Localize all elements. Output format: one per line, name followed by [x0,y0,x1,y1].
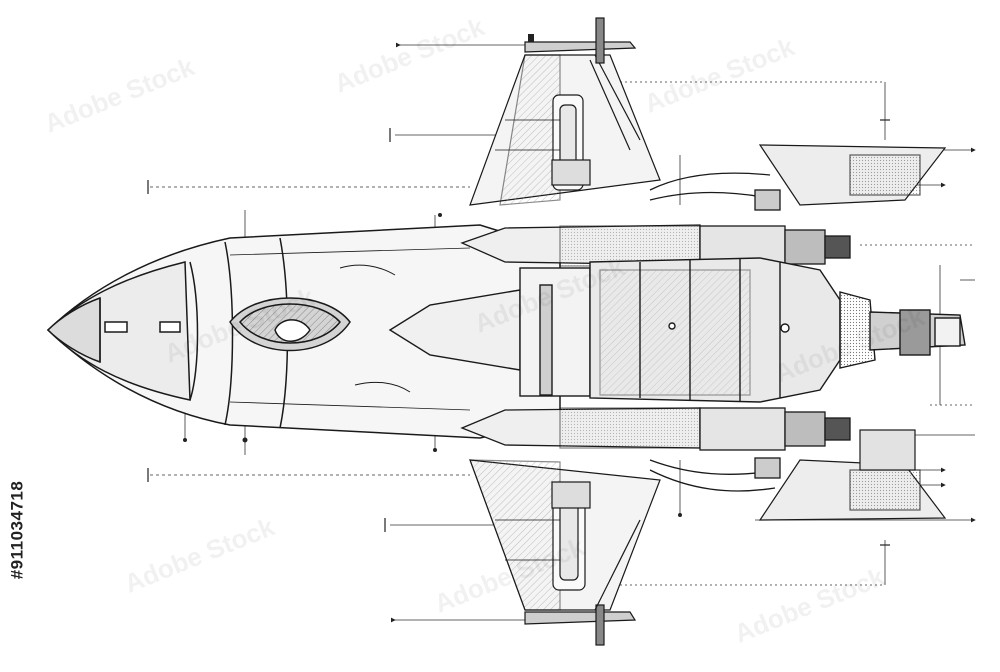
main-hull [46,224,561,439]
annotation-marks [183,34,682,517]
rear-stabilizers [758,144,947,521]
upper-wing [469,17,661,206]
central-engine [388,257,966,403]
lower-engine-pod [460,407,851,492]
stock-id-label: #911034718 [2,440,32,620]
dimension-ticks [147,119,890,546]
lower-wing [469,459,661,646]
stock-id-text: #911034718 [7,480,27,580]
